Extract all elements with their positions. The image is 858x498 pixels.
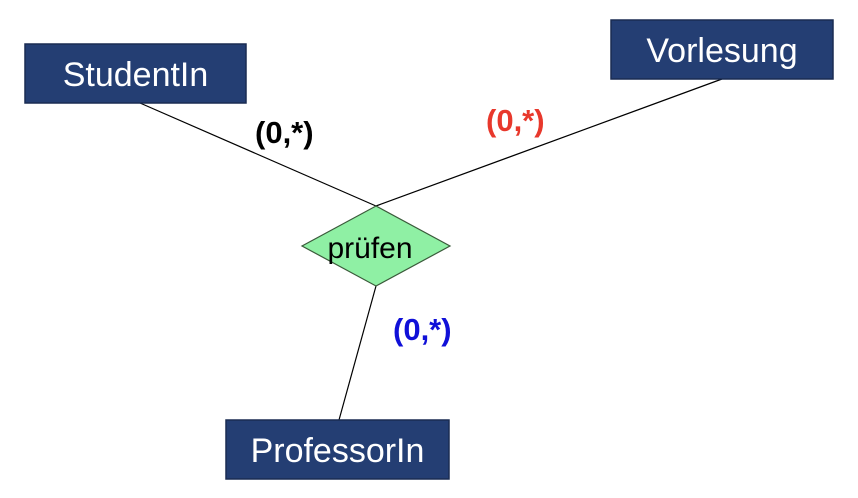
relationship-diamond xyxy=(300,205,452,287)
cardinality-lecture: (0,*) xyxy=(486,103,545,138)
cardinality-student: (0,*) xyxy=(255,115,314,150)
entity-professor-label: ProfessorIn xyxy=(251,432,425,470)
connector-student xyxy=(139,102,377,207)
entity-professor-box xyxy=(225,419,450,480)
entity-student-box xyxy=(24,43,247,104)
connector-lecture xyxy=(375,78,723,207)
relationship-label: prüfen xyxy=(327,232,412,265)
entity-professor[interactable]: ProfessorIn xyxy=(225,419,450,480)
entity-lecture[interactable]: Vorlesung xyxy=(610,19,834,80)
entity-lecture-label: Vorlesung xyxy=(646,32,797,70)
entity-student-label: StudentIn xyxy=(63,56,209,94)
connector-professor xyxy=(338,285,377,421)
entity-lecture-box xyxy=(610,19,834,80)
cardinality-professor: (0,*) xyxy=(393,312,452,347)
relationship-pruefen[interactable]: prüfen xyxy=(300,205,452,287)
entity-student[interactable]: StudentIn xyxy=(24,43,247,104)
